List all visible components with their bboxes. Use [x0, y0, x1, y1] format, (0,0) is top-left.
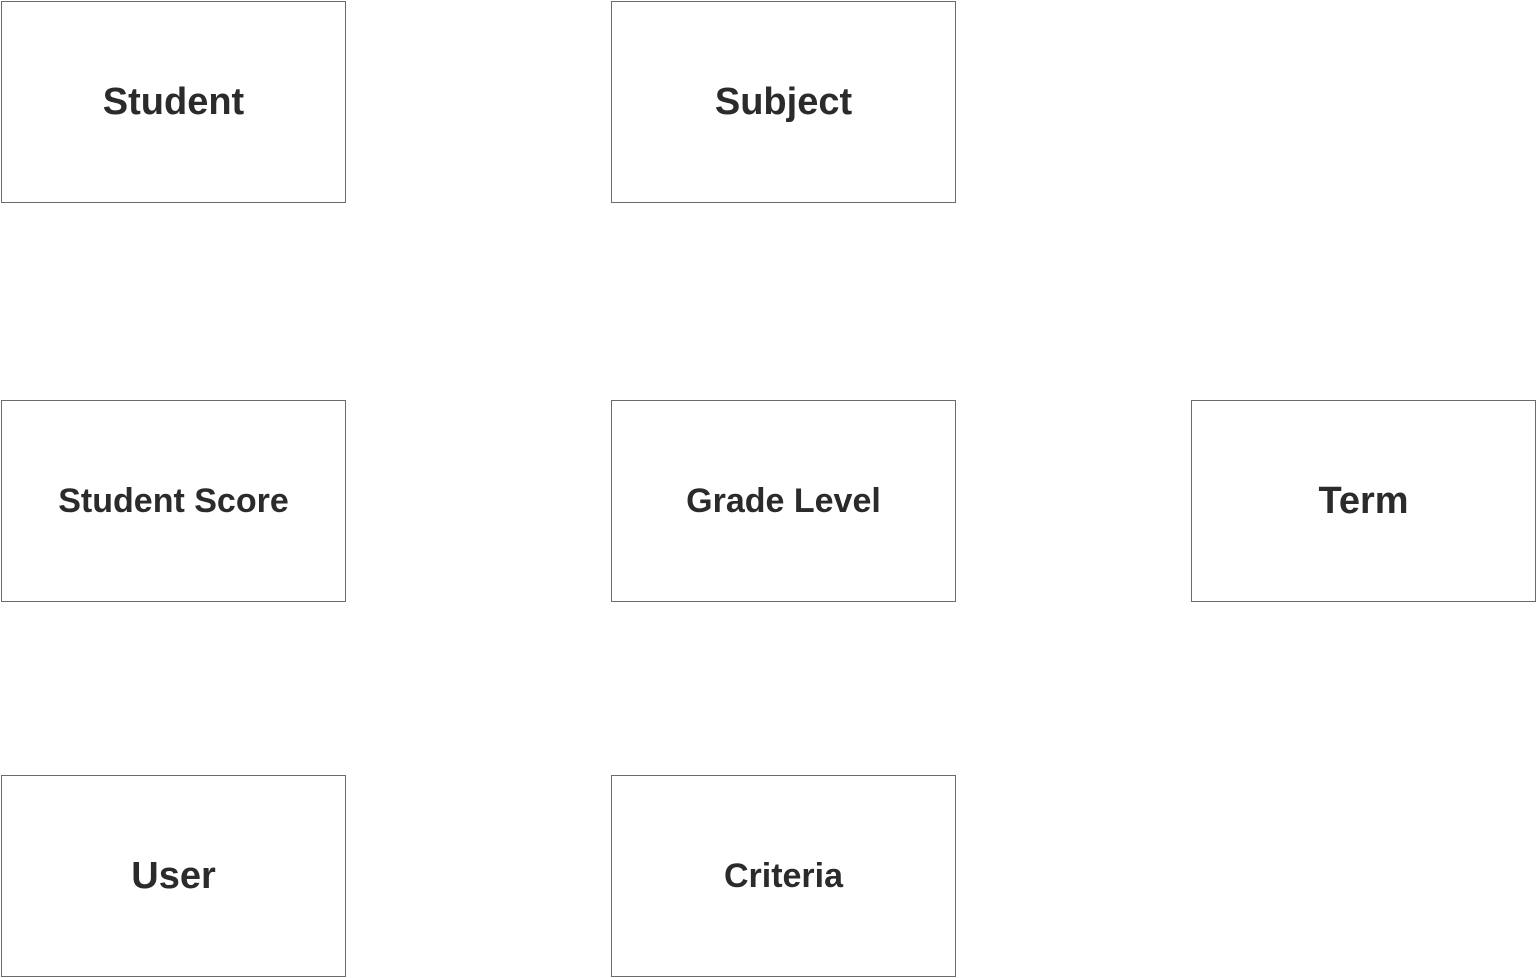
entity-grade-level[interactable]: Grade Level: [611, 400, 956, 602]
entity-label: Student Score: [58, 482, 289, 520]
entity-user[interactable]: User: [1, 775, 346, 977]
entity-term[interactable]: Term: [1191, 400, 1536, 602]
entity-label: Grade Level: [686, 482, 881, 520]
entity-criteria[interactable]: Criteria: [611, 775, 956, 977]
entity-label: User: [131, 855, 216, 897]
entity-label: Subject: [714, 81, 853, 123]
entity-subject[interactable]: Subject: [611, 1, 956, 203]
entity-label: Student: [102, 81, 245, 123]
entity-label: Term: [1318, 480, 1409, 522]
entity-label: Criteria: [723, 857, 844, 895]
entity-student-score[interactable]: Student Score: [1, 400, 346, 602]
entity-student[interactable]: Student: [1, 1, 346, 203]
